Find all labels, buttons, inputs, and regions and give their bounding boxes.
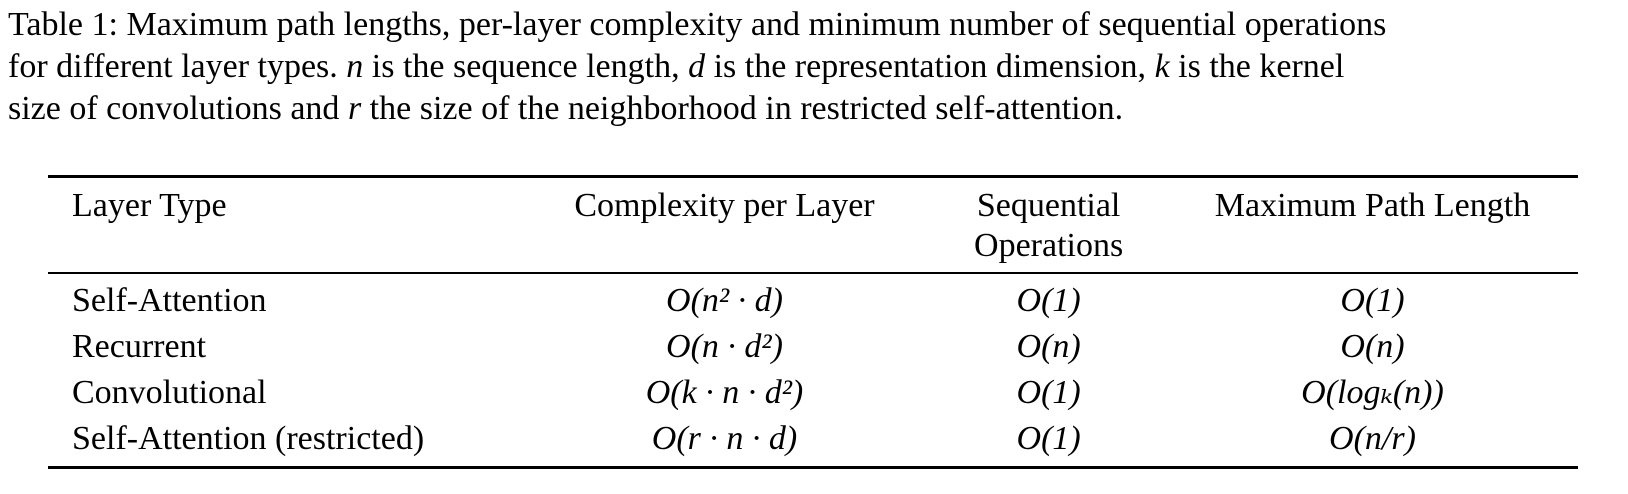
cell-layer-type: Self-Attention (restricted)	[72, 420, 425, 457]
cell-path-length: O(n/r)	[1329, 420, 1416, 457]
header-path-length: Maximum Path Length	[1214, 187, 1531, 224]
cell-layer-type: Convolutional	[72, 374, 267, 411]
header-layer-type: Layer Type	[72, 187, 227, 224]
cell-complexity: O(k · n · d²)	[645, 374, 804, 411]
table-row: Recurrent O(n · d²) O(n) O(n)	[48, 324, 1578, 370]
table-caption: Table 1: Maximum path lengths, per-layer…	[8, 4, 1620, 130]
complexity-table: Layer Type Complexity per Layer Sequenti…	[48, 175, 1578, 469]
header-sequential-line2: Operations	[974, 227, 1124, 264]
caption-text: is the sequence length,	[363, 48, 689, 85]
cell-sequential: O(1)	[1016, 420, 1081, 457]
cell-sequential: O(1)	[1016, 374, 1081, 411]
table-row: Convolutional O(k · n · d²) O(1) O(logₖ(…	[48, 370, 1578, 416]
caption-text: size of convolutions and	[8, 90, 348, 127]
complexity-table-container: Layer Type Complexity per Layer Sequenti…	[48, 175, 1578, 469]
cell-complexity: O(n · d²)	[666, 328, 783, 365]
cell-path-length: O(n)	[1340, 328, 1405, 365]
table-header-row: Layer Type Complexity per Layer Sequenti…	[48, 176, 1578, 274]
caption-math-n: n	[346, 48, 364, 85]
caption-math-k: k	[1154, 48, 1170, 85]
cell-sequential: O(1)	[1016, 282, 1081, 319]
table-row: Self-Attention O(n² · d) O(1) O(1)	[48, 273, 1578, 324]
cell-complexity: O(n² · d)	[666, 282, 783, 319]
cell-complexity: O(r · n · d)	[651, 420, 798, 457]
table-row: Self-Attention (restricted) O(r · n · d)…	[48, 416, 1578, 468]
caption-math-r: r	[347, 90, 362, 127]
cell-layer-type: Self-Attention	[72, 282, 267, 319]
caption-line-2: for different layer types. n is the sequ…	[8, 46, 1620, 88]
cell-sequential: O(n)	[1016, 328, 1081, 365]
cell-path-length: O(1)	[1340, 282, 1405, 319]
caption-line-1: Table 1: Maximum path lengths, per-layer…	[8, 6, 1387, 43]
caption-line-3: size of convolutions and r the size of t…	[8, 88, 1620, 130]
caption-text: is the representation dimension,	[705, 48, 1155, 85]
caption-text: the size of the neighborhood in restrict…	[361, 90, 1124, 127]
caption-math-d: d	[688, 48, 706, 85]
caption-text: is the kernel	[1169, 48, 1345, 85]
header-sequential-line1: Sequential	[976, 187, 1121, 224]
cell-path-length: O(logₖ(n))	[1301, 374, 1444, 411]
header-complexity: Complexity per Layer	[574, 187, 875, 224]
caption-text: for different layer types.	[8, 48, 347, 85]
cell-layer-type: Recurrent	[72, 328, 207, 365]
